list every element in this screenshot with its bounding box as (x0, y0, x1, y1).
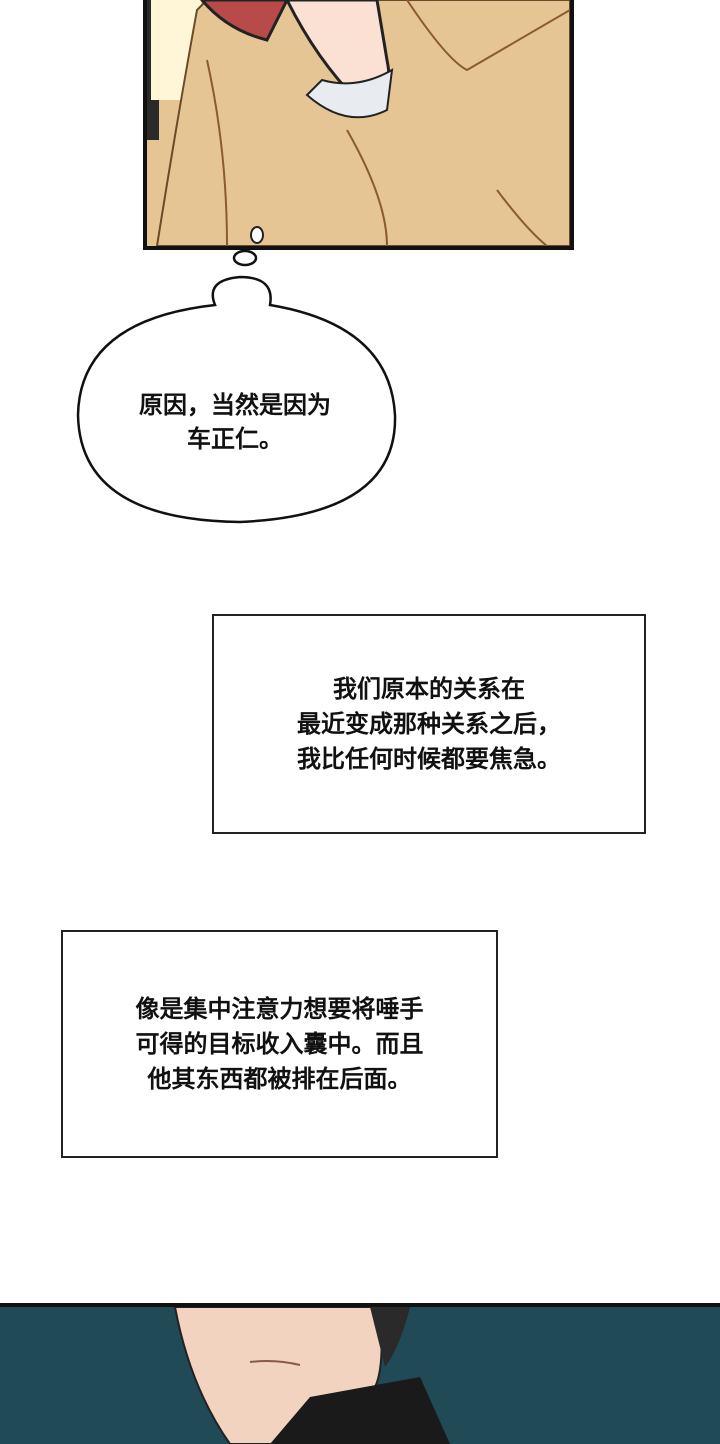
bubble-line: 原因，当然是因为 (139, 391, 331, 419)
panel-art-sweater (147, 0, 570, 246)
narration-box-2: 像是集中注意力想要将唾手 可得的目标收入囊中。而且 他其东西都被排在后面。 (61, 930, 498, 1158)
thought-bubble-text: 原因，当然是因为 车正仁。 (100, 388, 370, 456)
narration-line: 我比任何时候都要焦急。 (297, 744, 561, 773)
comic-panel-top (143, 0, 574, 250)
bubble-line: 车正仁。 (187, 425, 283, 453)
narration-line: 他其东西都被排在后面。 (147, 1064, 412, 1093)
thought-bubble-shape (76, 249, 397, 524)
narration-line: 我们原本的关系在 (333, 674, 525, 703)
narration-line: 可得的目标收入囊中。而且 (135, 1029, 424, 1058)
comic-panel-bottom (0, 1303, 720, 1444)
narration-box-1: 我们原本的关系在 最近变成那种关系之后， 我比任何时候都要焦急。 (212, 614, 646, 834)
panel-art-character (173, 1307, 450, 1444)
narration-line: 像是集中注意力想要将唾手 (135, 994, 424, 1023)
narration-line: 最近变成那种关系之后， (297, 709, 561, 738)
